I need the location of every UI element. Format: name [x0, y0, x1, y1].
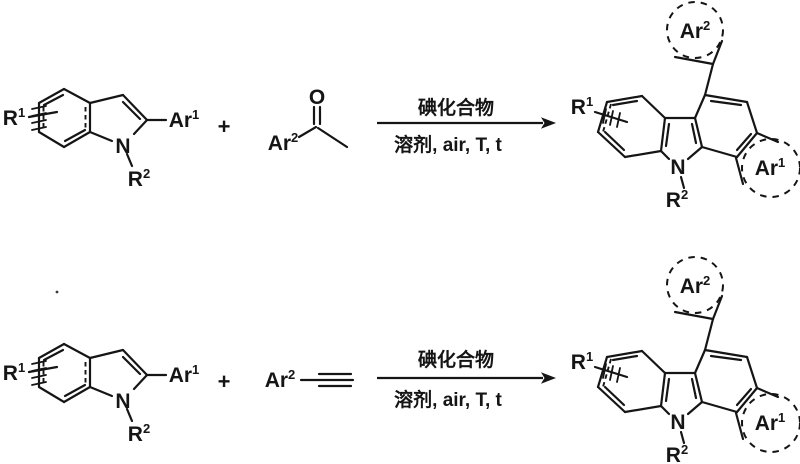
conditions-text-2: 溶剂, air, T, t — [394, 388, 502, 411]
indole-reactant-2 — [1, 342, 201, 448]
reaction-arrow-1: 碘化合物 溶剂, air, T, t — [377, 96, 556, 156]
ar2-label: Ar2 — [265, 367, 296, 392]
reaction-arrow-2: 碘化合物 溶剂, air, T, t — [377, 348, 556, 411]
reagent-text-1: 碘化合物 — [417, 96, 494, 119]
ketone-reactant: O Ar2 — [268, 86, 349, 155]
plus-sign-2: + — [218, 369, 231, 394]
arrow-head-icon — [541, 372, 556, 384]
plus-sign-1: + — [218, 114, 231, 139]
ar2-label: Ar2 — [268, 130, 299, 155]
stray-dot — [55, 290, 59, 294]
indole-reactant-1 — [1, 87, 201, 193]
reagent-text-2: 碘化合物 — [417, 348, 494, 371]
carbazole-product-2 — [569, 255, 800, 464]
arrow-head-icon — [541, 117, 556, 129]
alkyne-reactant: Ar2 — [265, 367, 355, 392]
reaction-1: + O Ar2 碘化合物 溶剂, air, T, t — [1, 0, 800, 214]
carbazole-product-1 — [569, 0, 800, 214]
reaction-2: + Ar2 碘化合物 溶剂, air, T, t — [1, 255, 800, 464]
o-label: O — [309, 86, 325, 109]
conditions-text-1: 溶剂, air, T, t — [394, 133, 502, 156]
